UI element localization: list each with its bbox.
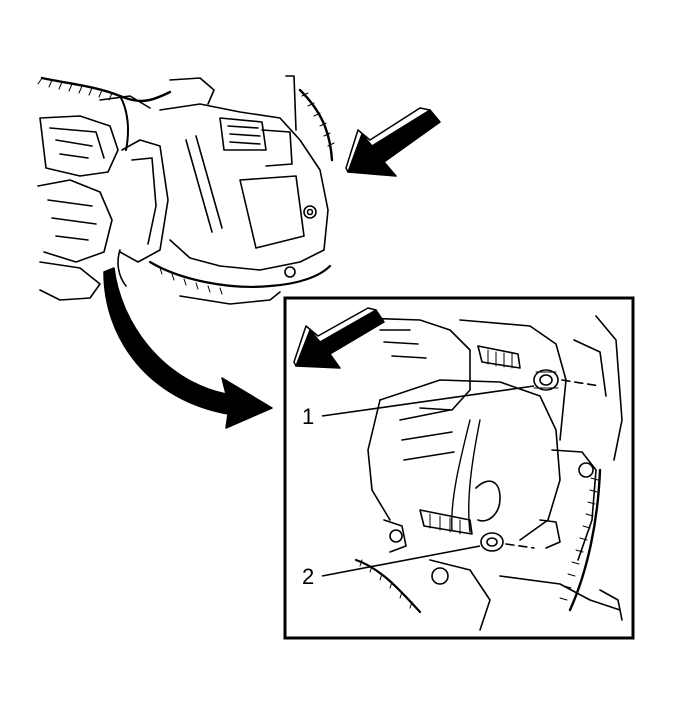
engine-overview (37, 75, 335, 305)
curved-zoom-arrow-icon (103, 267, 273, 429)
callout-1-label: 1 (302, 404, 314, 429)
lower-nut (480, 532, 504, 552)
upper-nut (533, 369, 559, 391)
inset-front-direction-arrow-icon (293, 307, 385, 369)
front-direction-arrow-icon (345, 107, 441, 177)
callout-1-leader (321, 385, 535, 417)
callout-2-leader (321, 545, 481, 577)
detail-drawing (354, 315, 623, 631)
callout-2-label: 2 (302, 564, 314, 589)
detail-inset: 1 2 (283, 296, 635, 640)
